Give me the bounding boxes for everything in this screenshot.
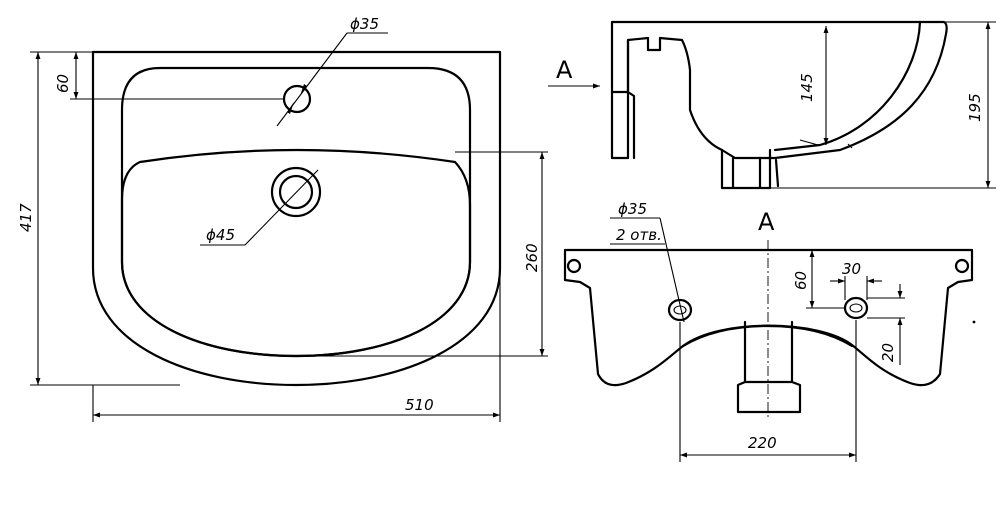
dim-total-height-label: 195 — [966, 93, 984, 122]
view-a-outline — [563, 248, 974, 387]
bowl-contour — [120, 148, 472, 358]
basin-outer-contour — [91, 50, 502, 387]
dim-phi45-leader — [244, 169, 319, 246]
side-outer-contour — [610, 20, 948, 160]
dim-tap-hole-label: ϕ35 — [350, 15, 379, 33]
dim-hole-spacing-label: 220 — [748, 434, 777, 452]
view-a: A ϕ35 2 отв. 60 — [563, 200, 976, 462]
plan-view: 510 417 60 ϕ35 ϕ45 260 — [17, 15, 548, 422]
dim-phi35-arrow-bottom — [287, 102, 294, 114]
side-drain-slot — [774, 158, 780, 188]
stray-dot — [972, 320, 976, 324]
mounting-hole-left — [566, 258, 582, 274]
dim-width-label: 510 — [405, 396, 434, 414]
dim-slot-width-label: 20 — [879, 343, 897, 362]
dim-tap-offset-label: 60 — [54, 74, 72, 93]
dim-holes-leader — [659, 217, 685, 323]
mounting-hole-right — [954, 258, 970, 274]
dim-bowl-depth-label: 260 — [523, 243, 541, 272]
view-a-title: A — [758, 208, 775, 236]
side-drain-spigot — [720, 148, 772, 190]
dim-phi35-arrow-top — [300, 84, 307, 96]
view-marker-a: A — [556, 56, 573, 84]
side-front-wall — [626, 38, 636, 160]
dim-holes-diameter-label: ϕ35 — [618, 200, 647, 218]
drain-outer — [270, 166, 322, 218]
dim-hole-height-label: 60 — [792, 271, 810, 290]
view-a-bowl-line — [681, 324, 854, 348]
dim-depth-label: 417 — [17, 203, 35, 232]
dim-holes-count-label: 2 отв. — [616, 226, 662, 244]
fixing-slot-right — [843, 296, 869, 320]
view-a-drain — [736, 320, 802, 414]
side-section-view: A 145 195 — [548, 20, 996, 190]
dim-slot-length-label: 30 — [842, 260, 861, 278]
side-bowl-curve — [773, 20, 922, 152]
dim-inner-height-label: 145 — [798, 73, 816, 102]
side-edge-marks — [799, 139, 853, 149]
drain-inner — [278, 174, 314, 210]
dim-drain-label: ϕ45 — [206, 226, 235, 244]
